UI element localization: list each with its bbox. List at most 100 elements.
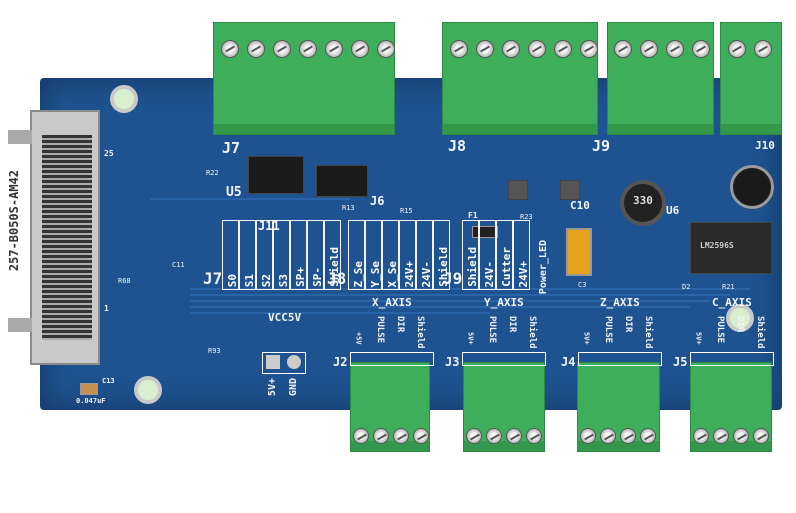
axis-pin-label: +5V xyxy=(354,332,363,345)
label-c10: C10 xyxy=(570,199,590,212)
pin-label-cell: Shield xyxy=(324,220,341,290)
pin-label: 24V+ xyxy=(403,260,416,288)
terminal-screw xyxy=(526,428,542,444)
terminal-screw xyxy=(733,428,749,444)
ref-r21: R21 xyxy=(722,283,735,291)
label-j11: J11 xyxy=(258,219,280,233)
mount-hole xyxy=(134,376,162,404)
terminal-screw xyxy=(353,428,369,444)
ref-c3: C3 xyxy=(578,281,587,289)
axis-header-label: J5 xyxy=(673,355,688,369)
terminal-block-j9 xyxy=(607,22,714,135)
axis-pin-label: DIR xyxy=(394,316,405,333)
pin-label-cell: 24V- xyxy=(416,220,433,290)
label-cap-value: 0.047uF xyxy=(76,397,106,405)
label-f1: F1 xyxy=(468,211,478,220)
terminal-screw xyxy=(753,428,769,444)
terminal-screw xyxy=(393,428,409,444)
diode xyxy=(508,180,528,200)
pin-label-cell: Cutter xyxy=(496,220,513,290)
mount-hole xyxy=(726,304,754,332)
pin-label: 24V- xyxy=(420,260,433,288)
terminal-screw xyxy=(640,428,656,444)
pin-label: S3 xyxy=(277,273,290,287)
pin-gnd xyxy=(287,355,301,369)
power-header xyxy=(262,352,306,374)
inductor xyxy=(620,180,666,226)
label-j7-top: J7 xyxy=(222,139,241,157)
axis-header-label: J2 xyxy=(333,355,348,369)
terminal-screw xyxy=(486,428,502,444)
mount-hole xyxy=(110,85,138,113)
axis-header-outline xyxy=(578,352,662,366)
capacitor-c13 xyxy=(80,383,98,395)
label-j9-top: J9 xyxy=(592,137,611,155)
ref-d2: D2 xyxy=(682,283,691,291)
chip-u5b xyxy=(316,165,368,197)
terminal-screw xyxy=(450,40,468,58)
terminal-screw xyxy=(580,40,598,58)
axis-header-outline xyxy=(462,352,546,366)
axis-header-outline xyxy=(350,352,434,366)
label-j6: J6 xyxy=(370,194,385,208)
terminal-block-j10 xyxy=(720,22,782,135)
pin-label-cell: S1 xyxy=(239,220,256,290)
axis-pin-label: 5V+ xyxy=(694,332,703,345)
pin-label-cell: S0 xyxy=(222,220,239,290)
ref-c11: C11 xyxy=(172,261,185,269)
pin-label: Shield xyxy=(437,247,450,287)
axis-label: X_AXIS xyxy=(372,296,412,309)
pin-label: SP- xyxy=(311,267,324,287)
diode xyxy=(560,180,580,200)
terminal-screw xyxy=(554,40,572,58)
axis-label: Z_AXIS xyxy=(600,296,640,309)
connector-mount-top xyxy=(8,130,32,144)
pin-1-label: 1 xyxy=(104,304,109,313)
pin-label-cell: 24V- xyxy=(479,220,496,290)
terminal-screw xyxy=(692,40,710,58)
label-c13: C13 xyxy=(102,377,115,385)
pin-label-cell: 24V+ xyxy=(513,220,530,290)
inductor-label: 330 xyxy=(633,194,653,207)
terminal-screw xyxy=(693,428,709,444)
pin-label-cell: SP+ xyxy=(290,220,307,290)
terminal-block-j8 xyxy=(442,22,598,135)
label-5v: 5V+ xyxy=(267,378,278,397)
terminal-screw xyxy=(377,40,395,58)
terminal-screw xyxy=(713,428,729,444)
connector-part-label: 257-B050S-AM42 xyxy=(7,170,21,272)
axis-header-label: J3 xyxy=(445,355,460,369)
pin-label: 24V+ xyxy=(517,260,530,288)
pin-25-label: 25 xyxy=(104,149,114,158)
axis-pin-label: DIR xyxy=(734,316,745,333)
pin-label: Z_Se xyxy=(352,260,365,288)
axis-pin-label: PULSE xyxy=(486,316,497,344)
terminal-screw xyxy=(614,40,632,58)
ref-r13: R13 xyxy=(342,204,355,212)
terminal-screw xyxy=(754,40,772,58)
terminal-screw xyxy=(502,40,520,58)
axis-pin-label: PULSE xyxy=(714,316,725,344)
label-j8-top: J8 xyxy=(448,137,467,155)
pin-label-cell: X_Se xyxy=(382,220,399,290)
pin-label-cell: Shield xyxy=(433,220,450,290)
axis-label: C_AXIS xyxy=(712,296,752,309)
label-j8: J8 xyxy=(327,269,347,288)
regulator-u6 xyxy=(690,222,772,274)
ref-r68: R68 xyxy=(118,277,131,285)
pin-label: 24V- xyxy=(483,260,496,288)
terminal-screw xyxy=(506,428,522,444)
axis-pin-label: Shield xyxy=(526,316,537,349)
connector-mount-bottom xyxy=(8,318,32,332)
pin-label-cell: 24V+ xyxy=(399,220,416,290)
terminal-screw xyxy=(413,428,429,444)
label-gnd: GND xyxy=(288,378,299,397)
pin-label: Y_Se xyxy=(369,260,382,288)
axis-pin-label: PULSE xyxy=(374,316,385,344)
terminal-screw xyxy=(351,40,369,58)
label-power-led: Power_LED xyxy=(538,240,549,295)
axis-pin-label: 5V+ xyxy=(466,332,475,345)
pin-5v xyxy=(266,355,280,369)
pin-label: S0 xyxy=(226,273,239,287)
label-j10: J10 xyxy=(755,139,775,152)
